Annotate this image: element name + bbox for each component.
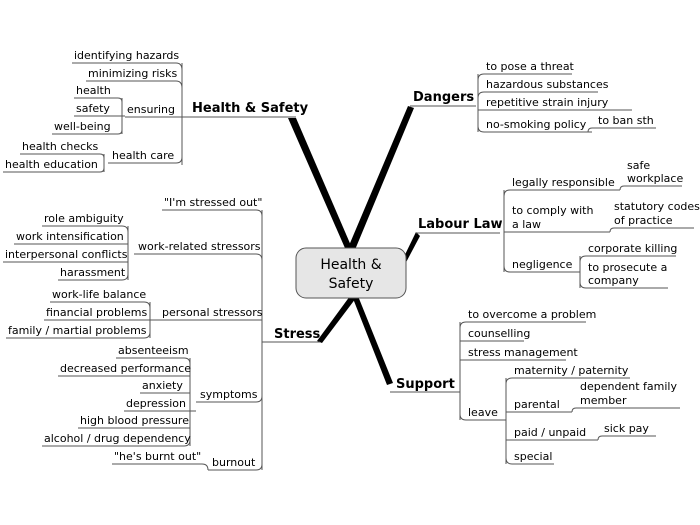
node-health-checks[interactable]: health checks — [22, 140, 99, 153]
central-topic-line-1: Health & — [320, 257, 381, 273]
node-symptoms[interactable]: symptoms — [200, 388, 258, 401]
node-high-blood-pressure[interactable]: high blood pressure — [80, 414, 189, 427]
node-special[interactable]: special — [514, 450, 552, 463]
branch-title-labour-law[interactable]: Labour Law — [418, 217, 503, 232]
node-interpersonal-conflicts[interactable]: interpersonal conflicts — [5, 248, 128, 261]
node-health[interactable]: health — [76, 84, 111, 97]
node-identifying-hazards[interactable]: identifying hazards — [74, 49, 179, 62]
node-minimizing-risks[interactable]: minimizing risks — [88, 67, 178, 80]
node-dependent-family-line-2: member — [580, 394, 627, 407]
node-paid-unpaid[interactable]: paid / unpaid — [514, 426, 586, 439]
branch-title-dangers[interactable]: Dangers — [413, 90, 474, 105]
node-health-education[interactable]: health education — [5, 158, 98, 171]
node-no-smoking-policy[interactable]: no-smoking policy — [486, 118, 587, 131]
node-hazardous-substances[interactable]: hazardous substances — [486, 78, 609, 91]
node-counselling[interactable]: counselling — [468, 327, 530, 340]
node-stress-management[interactable]: stress management — [468, 346, 578, 359]
node-im-stressed-out[interactable]: "I'm stressed out" — [164, 196, 262, 209]
central-topic-line-2: Safety — [329, 276, 374, 292]
branch-title-support[interactable]: Support — [396, 377, 455, 392]
branch-connector-support — [352, 296, 393, 385]
branch-stress: Stress "I'm stressed out" work-related s… — [3, 196, 321, 471]
node-parental[interactable]: parental — [514, 398, 560, 411]
node-corporate-killing[interactable]: corporate killing — [588, 242, 677, 255]
branch-connector-stress — [317, 296, 356, 343]
branch-connector-health-safety — [288, 118, 355, 255]
node-prosecute-company-line-1[interactable]: to prosecute a — [588, 261, 667, 274]
node-pose-threat[interactable]: to pose a threat — [486, 60, 575, 73]
node-statutory-codes-line-1[interactable]: statutory codes — [614, 200, 700, 213]
node-safety[interactable]: safety — [76, 102, 110, 115]
node-alcohol-drug-dependency[interactable]: alcohol / drug dependency — [44, 432, 191, 445]
branch-title-stress[interactable]: Stress — [274, 327, 321, 342]
node-health-care[interactable]: health care — [112, 149, 174, 162]
node-hes-burnt-out[interactable]: "he's burnt out" — [114, 450, 201, 463]
branch-health-safety: Health & Safety identifying hazards mini… — [3, 49, 309, 173]
node-financial-problems[interactable]: financial problems — [46, 306, 148, 319]
node-comply-law-line-1[interactable]: to comply with — [512, 204, 593, 217]
node-family-martial-problems[interactable]: family / martial problems — [8, 324, 147, 337]
node-prosecute-company-line-2: company — [588, 274, 639, 287]
node-dependent-family-line-1[interactable]: dependent family — [580, 380, 677, 393]
node-decreased-performance[interactable]: decreased performance — [60, 362, 191, 375]
node-sick-pay[interactable]: sick pay — [604, 422, 649, 435]
node-overcome-problem[interactable]: to overcome a problem — [468, 308, 596, 321]
node-burnout[interactable]: burnout — [212, 456, 256, 469]
node-depression[interactable]: depression — [126, 397, 186, 410]
branch-connector-dangers — [345, 106, 414, 257]
node-ensuring[interactable]: ensuring — [127, 103, 175, 116]
central-topic-box[interactable] — [295, 247, 407, 299]
node-anxiety[interactable]: anxiety — [142, 379, 183, 392]
branch-support: Support to overcome a problem counsellin… — [390, 308, 680, 465]
node-comply-law-line-2: a law — [512, 218, 541, 231]
node-safe-workplace-line-1[interactable]: safe — [627, 159, 650, 172]
node-personal-stressors[interactable]: personal stressors — [162, 306, 263, 319]
node-statutory-codes-line-2: of practice — [614, 214, 673, 227]
node-safe-workplace-line-2: workplace — [627, 172, 683, 185]
node-harassment[interactable]: harassment — [60, 266, 126, 279]
node-maternity-paternity[interactable]: maternity / paternity — [514, 364, 629, 377]
node-work-related-stressors[interactable]: work-related stressors — [138, 240, 261, 253]
node-leave[interactable]: leave — [468, 406, 498, 419]
node-work-life-balance[interactable]: work-life balance — [52, 288, 146, 301]
branch-dangers: Dangers to pose a threat hazardous subst… — [410, 60, 656, 133]
branch-title-health-safety[interactable]: Health & Safety — [192, 101, 309, 116]
node-ban-sth[interactable]: to ban sth — [598, 114, 654, 127]
branch-labour-law: Labour Law legally responsible safe work… — [416, 159, 700, 289]
node-legally-responsible[interactable]: legally responsible — [512, 176, 615, 189]
node-negligence[interactable]: negligence — [512, 258, 573, 271]
node-well-being[interactable]: well-being — [54, 120, 111, 133]
node-role-ambiguity[interactable]: role ambiguity — [44, 212, 124, 225]
node-work-intensification[interactable]: work intensification — [16, 230, 124, 243]
node-absenteeism[interactable]: absenteeism — [118, 344, 189, 357]
node-repetitive-strain-injury[interactable]: repetitive strain injury — [486, 96, 609, 109]
